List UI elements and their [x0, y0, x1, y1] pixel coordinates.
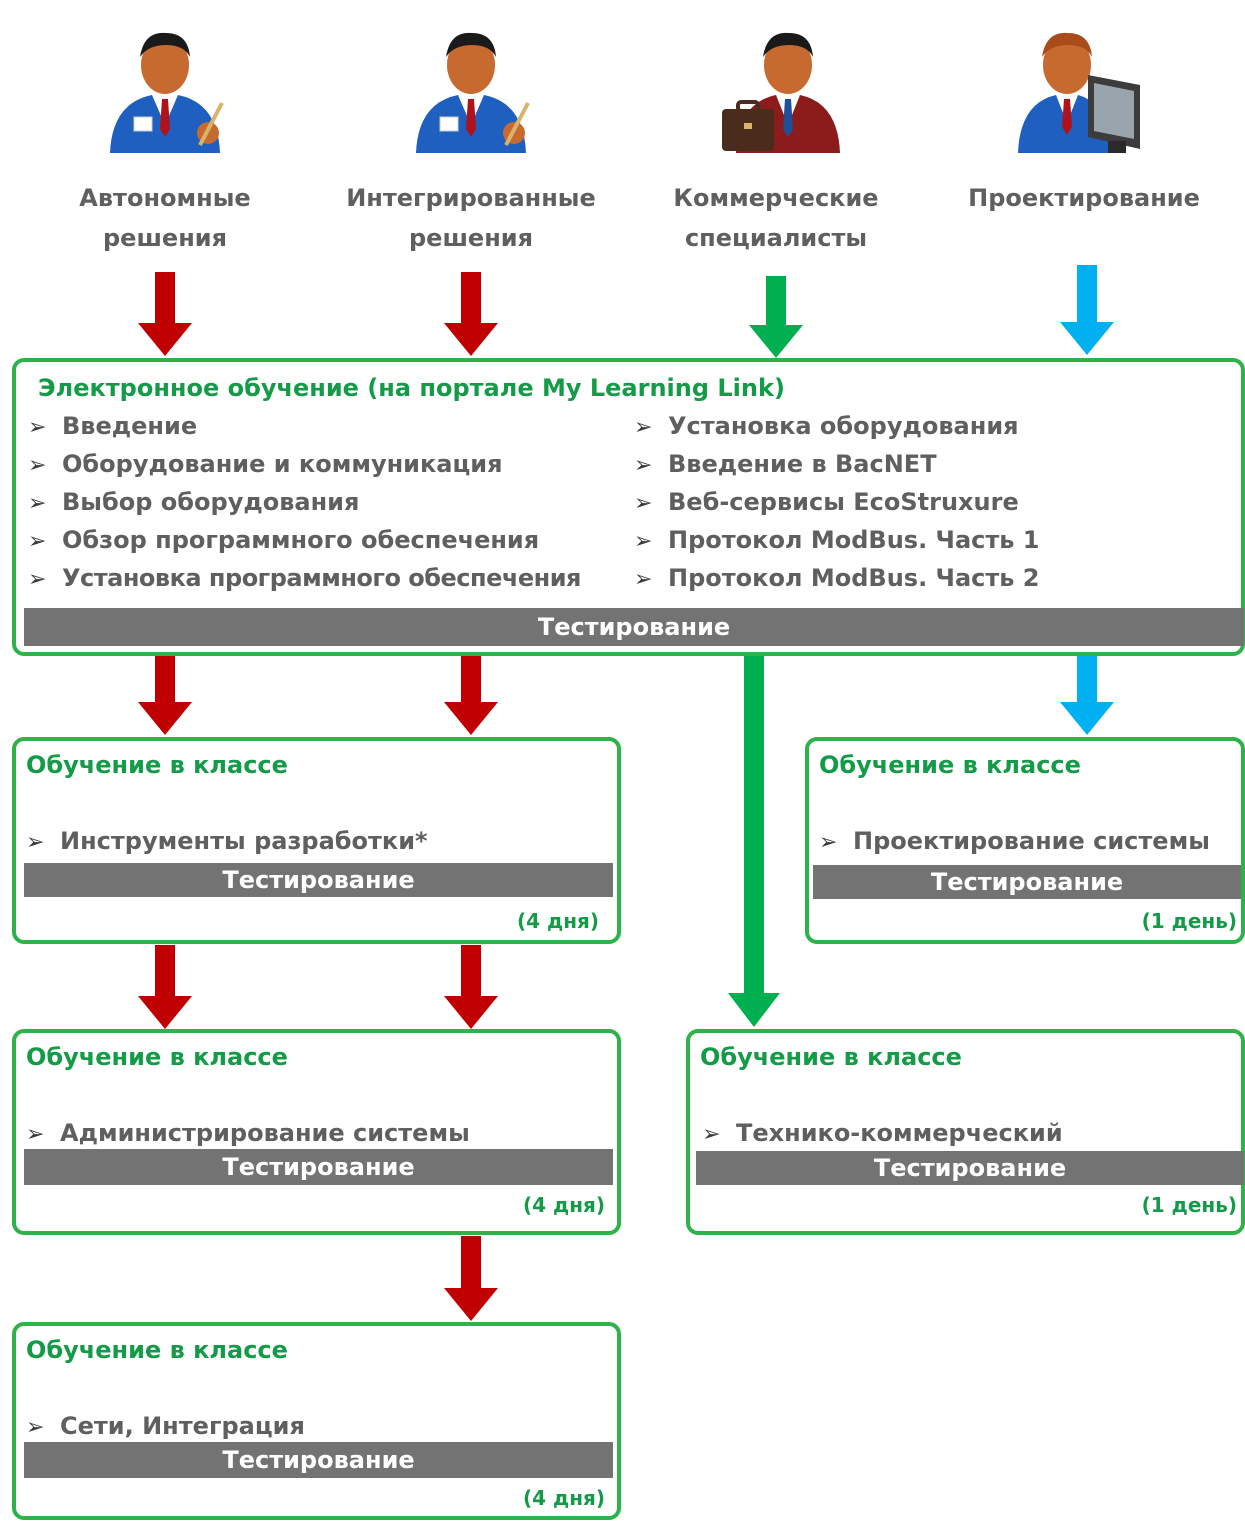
- duration-label: (1 день): [1141, 1193, 1237, 1217]
- arrow-bullet-icon: ➢: [634, 567, 653, 592]
- classroom-item: ➢Сети, Интеграция: [26, 1412, 305, 1440]
- arrow-bullet-icon: ➢: [26, 830, 45, 855]
- arrow-elearning-to-class1-left: [138, 653, 192, 735]
- arrow-bullet-icon: ➢: [28, 567, 46, 592]
- businessman-with-briefcase-icon: [718, 25, 848, 155]
- arrow-bullet-icon: ➢: [26, 1122, 45, 1147]
- arrow-bullet-icon: ➢: [634, 453, 653, 478]
- classroom-test-bar: Тестирование: [24, 863, 613, 897]
- arrow-bullet-icon: ➢: [819, 830, 838, 855]
- persona-label-design: Проектирование: [968, 184, 1200, 212]
- arrow-bullet-icon: ➢: [634, 491, 653, 516]
- duration-label: (4 дня): [523, 1486, 605, 1510]
- arrow-bullet-icon: ➢: [634, 529, 653, 554]
- arrow-bullet-icon: ➢: [28, 529, 47, 554]
- elearning-item: ➢Установка программного обеспечения: [28, 564, 581, 592]
- arrow-autonomous-to-elearning: [138, 272, 192, 356]
- classroom-box-administration: Обучение в классе ➢Администрирование сис…: [12, 1029, 621, 1235]
- elearning-item: ➢Веб-сервисы EcoStruxure: [634, 488, 1019, 516]
- elearning-title: Электронное обучение (на портале My Lear…: [38, 374, 785, 402]
- elearning-item: ➢Оборудование и коммуникация: [28, 450, 503, 478]
- arrow-bullet-icon: ➢: [28, 491, 47, 516]
- arrow-bullet-icon: ➢: [634, 415, 653, 440]
- elearning-test-bar: Тестирование: [24, 608, 1244, 646]
- classroom-title: Обучение в классе: [819, 751, 1081, 779]
- classroom-box-networks-integration: Обучение в классе ➢Сети, Интеграция Тест…: [12, 1322, 621, 1520]
- arrow-bullet-icon: ➢: [28, 453, 47, 478]
- arrow-class1-to-class3-right: [444, 945, 498, 1029]
- elearning-item: ➢Выбор оборудования: [28, 488, 360, 516]
- duration-label: (4 дня): [523, 1193, 605, 1217]
- blue-arrows: [1060, 265, 1114, 735]
- arrow-elearning-to-class1-right: [444, 653, 498, 735]
- engineer-with-pen-icon: [406, 25, 536, 155]
- classroom-item: ➢Инструменты разработки*: [26, 827, 428, 855]
- classroom-item: ➢Администрирование системы: [26, 1119, 470, 1147]
- elearning-item: ➢Введение: [28, 412, 198, 440]
- arrow-design-to-elearning: [1060, 265, 1114, 355]
- classroom-box-techno-commercial: Обучение в классе ➢Технико-коммерческий …: [686, 1029, 1245, 1235]
- classroom-title: Обучение в классе: [26, 1043, 288, 1071]
- red-arrows: [138, 272, 498, 1321]
- duration-label: (1 день): [1141, 909, 1237, 933]
- engineer-with-pen-icon: [100, 25, 230, 155]
- arrow-elearning-to-class4: [728, 653, 780, 1027]
- classroom-test-bar: Тестирование: [24, 1442, 613, 1478]
- elearning-item: ➢Обзор программного обеспечения: [28, 526, 540, 554]
- arrow-class1-to-class3-left: [138, 945, 192, 1029]
- classroom-title: Обучение в классе: [26, 1336, 288, 1364]
- classroom-test-bar: Тестирование: [813, 865, 1241, 899]
- elearning-item: ➢Протокол ModBus. Часть 1: [634, 526, 1040, 554]
- arrow-class3-to-class5: [444, 1236, 498, 1321]
- elearning-box: Электронное обучение (на портале My Lear…: [12, 358, 1245, 656]
- classroom-title: Обучение в классе: [700, 1043, 962, 1071]
- arrow-bullet-icon: ➢: [28, 415, 47, 440]
- elearning-item: ➢Введение в BacNET: [634, 450, 937, 478]
- classroom-title: Обучение в классе: [26, 751, 288, 779]
- classroom-box-dev-tools: Обучение в классе ➢Инструменты разработк…: [12, 737, 621, 944]
- arrow-integrated-to-elearning: [444, 272, 498, 356]
- arrow-commercial-to-elearning: [749, 276, 803, 358]
- classroom-test-bar: Тестирование: [24, 1149, 613, 1185]
- classroom-box-system-design: Обучение в классе ➢Проектирование систем…: [805, 737, 1245, 944]
- classroom-test-bar: Тестирование: [696, 1151, 1244, 1185]
- elearning-item: ➢Протокол ModBus. Часть 2: [634, 564, 1040, 592]
- duration-label: (4 дня): [517, 909, 599, 933]
- designer-at-monitor-icon: [1016, 25, 1146, 155]
- arrow-elearning-to-class2: [1060, 653, 1114, 735]
- classroom-item: ➢Технико-коммерческий: [702, 1119, 1063, 1147]
- green-arrows: [728, 276, 803, 1027]
- arrow-bullet-icon: ➢: [26, 1415, 45, 1440]
- arrow-bullet-icon: ➢: [702, 1122, 721, 1147]
- classroom-item: ➢Проектирование системы: [819, 827, 1210, 855]
- elearning-item: ➢Установка оборудования: [634, 412, 1019, 440]
